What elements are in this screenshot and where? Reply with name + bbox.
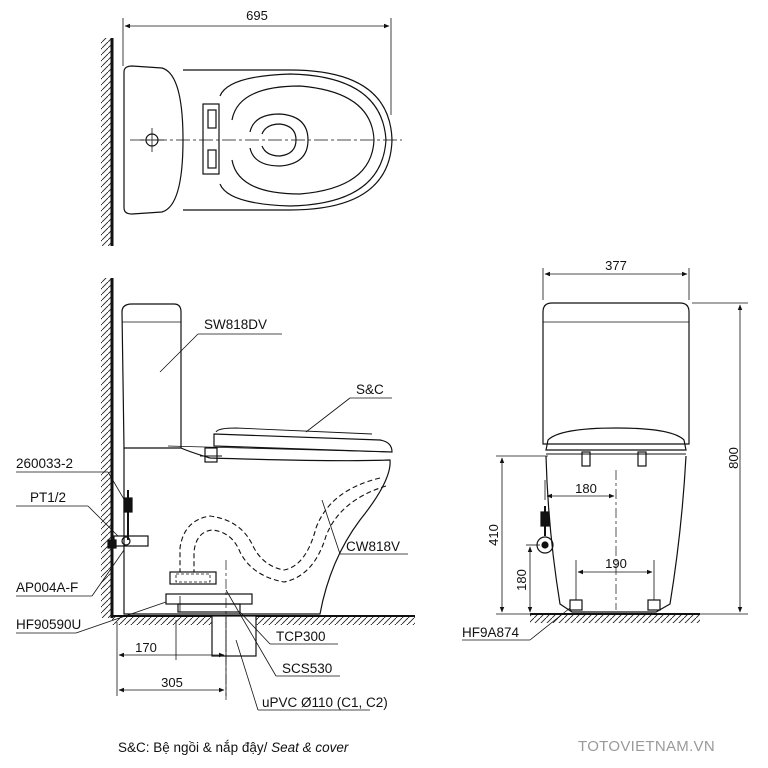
caption-italic: Seat & cover <box>271 740 349 755</box>
label-tcp: TCP300 <box>276 629 326 644</box>
dim-front-height: 800 <box>726 447 741 469</box>
top-width-dim: 695 <box>246 8 268 23</box>
front-view <box>462 268 748 641</box>
label-seat: S&C <box>356 382 384 397</box>
dim-180-vertical: 180 <box>514 569 529 591</box>
dim-front-width: 377 <box>605 258 627 273</box>
label-flange-front: HF9A874 <box>462 625 520 640</box>
label-pipe: uPVC Ø110 (C1, C2) <box>262 695 388 710</box>
watermark: TOTOVIETNAM.VN <box>578 738 715 755</box>
label-tank: SW818DV <box>204 317 267 332</box>
dim-190: 190 <box>605 556 627 571</box>
caption: S&C: Bệ ngồi & nắp đậy/ Seat & cover <box>118 740 348 755</box>
side-view <box>16 278 415 711</box>
label-bowl: CW818V <box>346 539 400 554</box>
dim-305: 305 <box>161 675 183 690</box>
dim-170: 170 <box>135 640 157 655</box>
label-pt: PT1/2 <box>30 490 66 505</box>
caption-text: S&C: Bệ ngồi & nắp đậy/ <box>118 740 268 755</box>
label-scs: SCS530 <box>282 661 332 676</box>
dim-180-horizontal: 180 <box>575 481 597 496</box>
label-flange-left: HF90590U <box>16 617 81 632</box>
label-valve: AP004A-F <box>16 580 78 595</box>
label-bracket: 260033-2 <box>16 456 73 471</box>
top-view <box>101 18 402 246</box>
dim-410: 410 <box>486 524 501 546</box>
